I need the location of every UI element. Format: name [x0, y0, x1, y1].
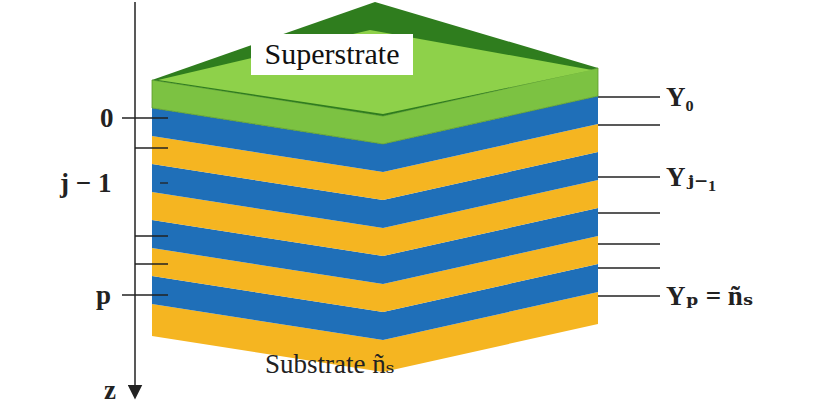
left-ticks — [122, 118, 168, 295]
layer-band — [158, 30, 592, 114]
superstrate-box: Superstrate — [251, 34, 414, 75]
layer-index: p — [96, 282, 111, 309]
right-ticks — [598, 97, 660, 296]
layer-index: 0 — [100, 105, 114, 132]
layer-index: j − 1 — [60, 170, 111, 197]
admittance-label: Yₚ = ñₛ — [666, 283, 754, 310]
layer-band — [152, 2, 598, 116]
substrate-label: Substrate ñₛ — [265, 351, 395, 378]
admittance-label: Y₀ — [666, 84, 694, 111]
node-title: Superstrate — [265, 37, 400, 72]
axis-label: z — [104, 377, 116, 404]
z-axis — [134, 2, 136, 392]
admittance-label: Yⱼ₋₁ — [666, 164, 716, 191]
